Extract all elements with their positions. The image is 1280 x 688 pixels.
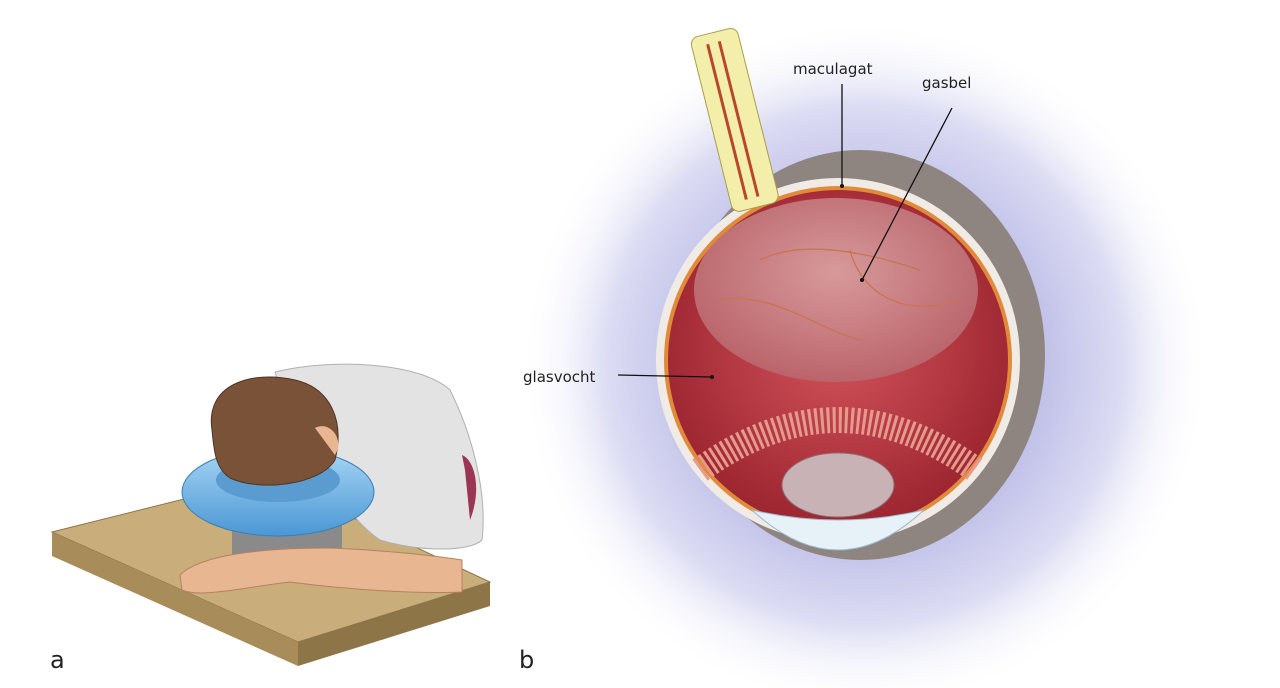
optic-nerve bbox=[690, 27, 779, 212]
lens bbox=[781, 452, 895, 518]
label-vitreous: glasvocht bbox=[523, 368, 596, 386]
leader-lines bbox=[617, 84, 953, 378]
face-down-patient-illustration bbox=[50, 363, 492, 666]
eye-cross-section bbox=[520, 20, 1210, 688]
table-side bbox=[298, 582, 490, 666]
panel-label-a: a bbox=[50, 646, 65, 674]
label-gas-bubble: gasbel bbox=[922, 74, 972, 92]
ciliary-body bbox=[692, 407, 984, 481]
arm bbox=[179, 547, 463, 594]
cornea bbox=[750, 509, 926, 551]
head-hair bbox=[210, 376, 339, 486]
panel-label-b: b bbox=[519, 646, 535, 674]
table-front bbox=[52, 532, 298, 666]
gas-bubble bbox=[694, 198, 978, 382]
label-macular-hole: maculagat bbox=[793, 60, 873, 78]
ear bbox=[315, 426, 339, 455]
